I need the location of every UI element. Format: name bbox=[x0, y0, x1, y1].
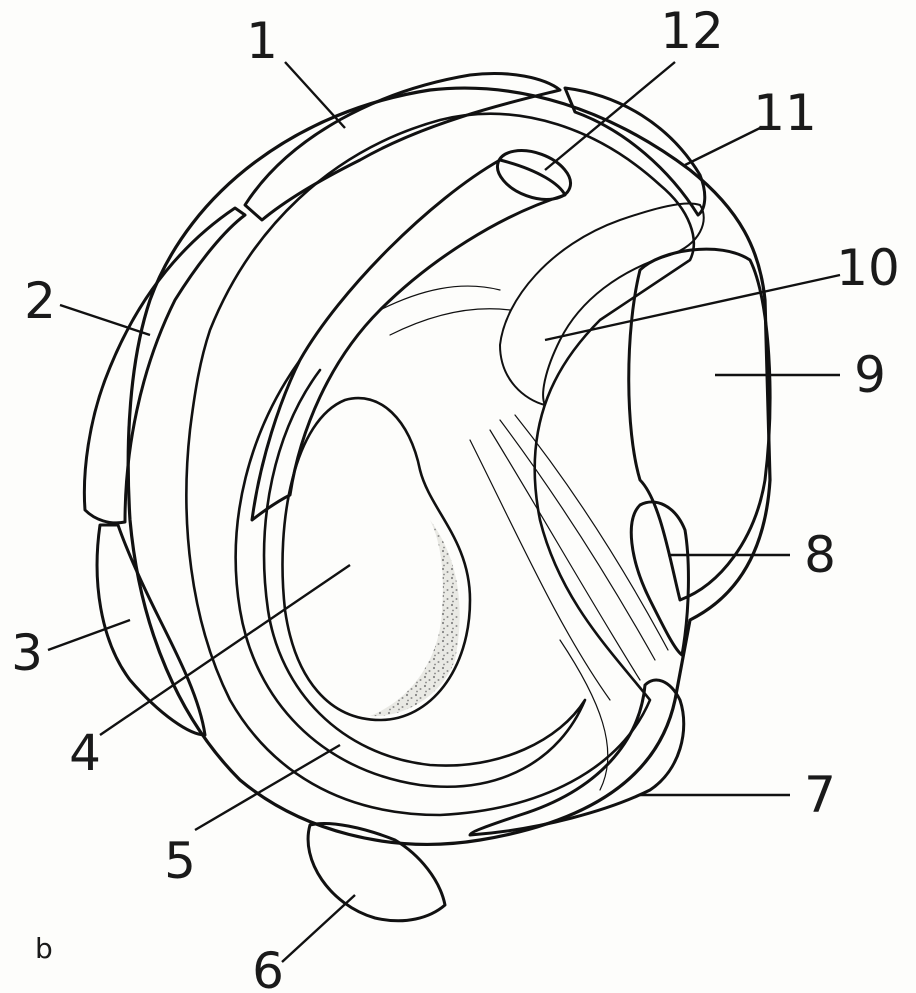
callout-5: 5 bbox=[164, 832, 196, 890]
callout-10: 10 bbox=[836, 239, 900, 297]
callout-3: 3 bbox=[11, 624, 43, 682]
oval-pad-stipple bbox=[370, 520, 460, 716]
callout-9: 9 bbox=[854, 346, 886, 404]
border-segment-2 bbox=[84, 208, 245, 523]
outer-capsule bbox=[128, 88, 770, 844]
callout-2: 2 bbox=[24, 272, 56, 330]
callout-1: 1 bbox=[246, 12, 278, 70]
stem-tube bbox=[252, 160, 565, 520]
panel-letter: b bbox=[35, 932, 53, 965]
callout-11: 11 bbox=[753, 84, 817, 142]
stem-tube-end bbox=[491, 141, 577, 208]
callout-12: 12 bbox=[660, 2, 724, 60]
stippled-pad bbox=[629, 249, 770, 600]
border-segment-11 bbox=[565, 88, 705, 215]
callout-8: 8 bbox=[804, 526, 836, 584]
border-segment-8 bbox=[631, 502, 688, 655]
inner-loop bbox=[236, 360, 585, 787]
callout-7: 7 bbox=[804, 766, 836, 824]
callout-4: 4 bbox=[69, 724, 101, 782]
fibre-lines bbox=[380, 286, 668, 790]
dark-pocket bbox=[500, 203, 704, 405]
border-segment-6 bbox=[308, 823, 445, 920]
callout-6: 6 bbox=[252, 942, 284, 993]
